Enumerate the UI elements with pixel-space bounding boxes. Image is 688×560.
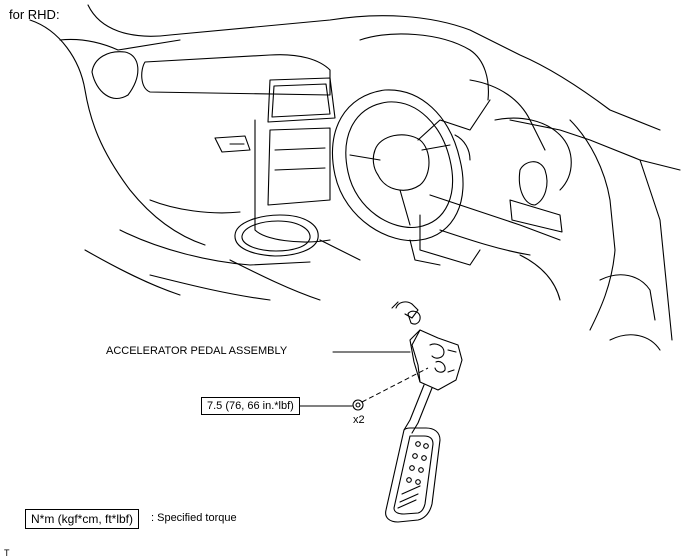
legend-description: : Specified torque — [151, 512, 237, 524]
steering-wheel — [331, 89, 491, 266]
legend-torque-box: N*m (kgf*cm, ft*lbf) — [25, 509, 140, 529]
bolt-axis-dashed-line — [361, 367, 429, 403]
variant-label: for RHD: — [9, 7, 60, 22]
mounting-nut — [352, 399, 364, 411]
footer-mark: T — [4, 548, 10, 558]
instrument-panel-outline — [29, 4, 681, 351]
torque-spec-box: 7.5 (76, 66 in.*lbf) — [201, 397, 300, 415]
pedal-assembly-callout: ACCELERATOR PEDAL ASSEMBLY — [106, 345, 288, 357]
quantity-label: x2 — [353, 414, 365, 426]
accelerator-pedal-assembly — [385, 301, 463, 523]
